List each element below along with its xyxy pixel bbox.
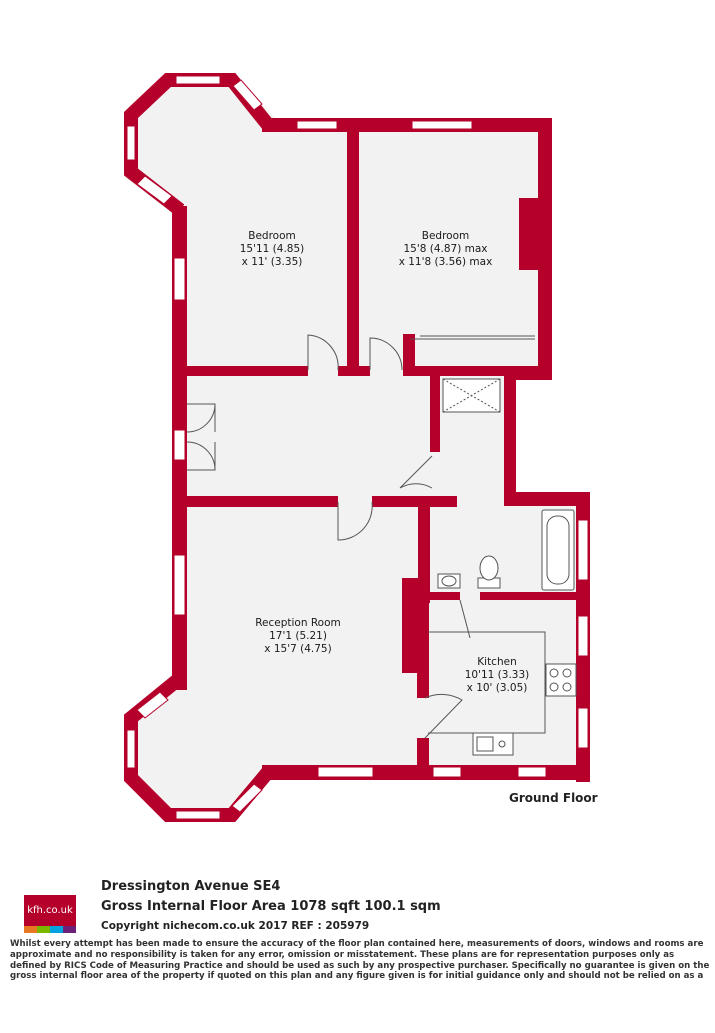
logo-stripe: [50, 926, 63, 933]
logo-stripe: [63, 926, 76, 933]
kfh-logo: kfh.co.uk: [24, 895, 76, 933]
windows: [126, 75, 589, 820]
reception-room-label: Reception Room 17'1 (5.21) x 15'7 (4.75): [238, 617, 358, 656]
bedroom-1-label: Bedroom 15'11 (4.85) x 11' (3.35): [222, 230, 322, 269]
copyright-ref: Copyright nichecom.co.uk 2017 REF : 2059…: [101, 920, 370, 932]
kitchen-label: Kitchen 10'11 (3.33) x 10' (3.05): [447, 656, 547, 695]
room-size-line1: 15'11 (4.85): [239, 243, 305, 255]
property-address: Dressington Avenue SE4: [101, 879, 281, 894]
room-name: Bedroom: [421, 230, 470, 242]
floor-plan: [124, 73, 590, 822]
floor-label: Ground Floor: [509, 791, 598, 805]
logo-stripes: [24, 926, 76, 933]
logo-text: kfh.co.uk: [24, 895, 76, 926]
room-name: Kitchen: [477, 656, 517, 668]
room-name: Bedroom: [248, 230, 296, 242]
logo-stripe: [37, 926, 50, 933]
room-size-line2: x 10' (3.05): [466, 682, 528, 694]
room-size-line1: 10'11 (3.33): [464, 669, 530, 681]
room-size-line1: 17'1 (5.21): [269, 630, 327, 642]
room-size-line1: 15'8 (4.87) max: [403, 243, 488, 255]
floor-area-summary: Gross Internal Floor Area 1078 sqft 100.…: [101, 899, 441, 914]
room-name: Reception Room: [255, 617, 341, 629]
disclaimer: Whilst every attempt has been made to en…: [10, 939, 710, 982]
bedroom-2-label: Bedroom 15'8 (4.87) max x 11'8 (3.56) ma…: [383, 230, 508, 269]
room-size-line2: x 11' (3.35): [241, 256, 303, 268]
bathroom-fixtures: [437, 378, 575, 591]
room-size-line2: x 15'7 (4.75): [264, 643, 332, 655]
room-size-line2: x 11'8 (3.56) max: [398, 256, 493, 268]
logo-stripe: [24, 926, 37, 933]
kitchen-fixtures: [428, 631, 577, 756]
floor-area: [125, 74, 588, 820]
doors: [186, 334, 535, 739]
